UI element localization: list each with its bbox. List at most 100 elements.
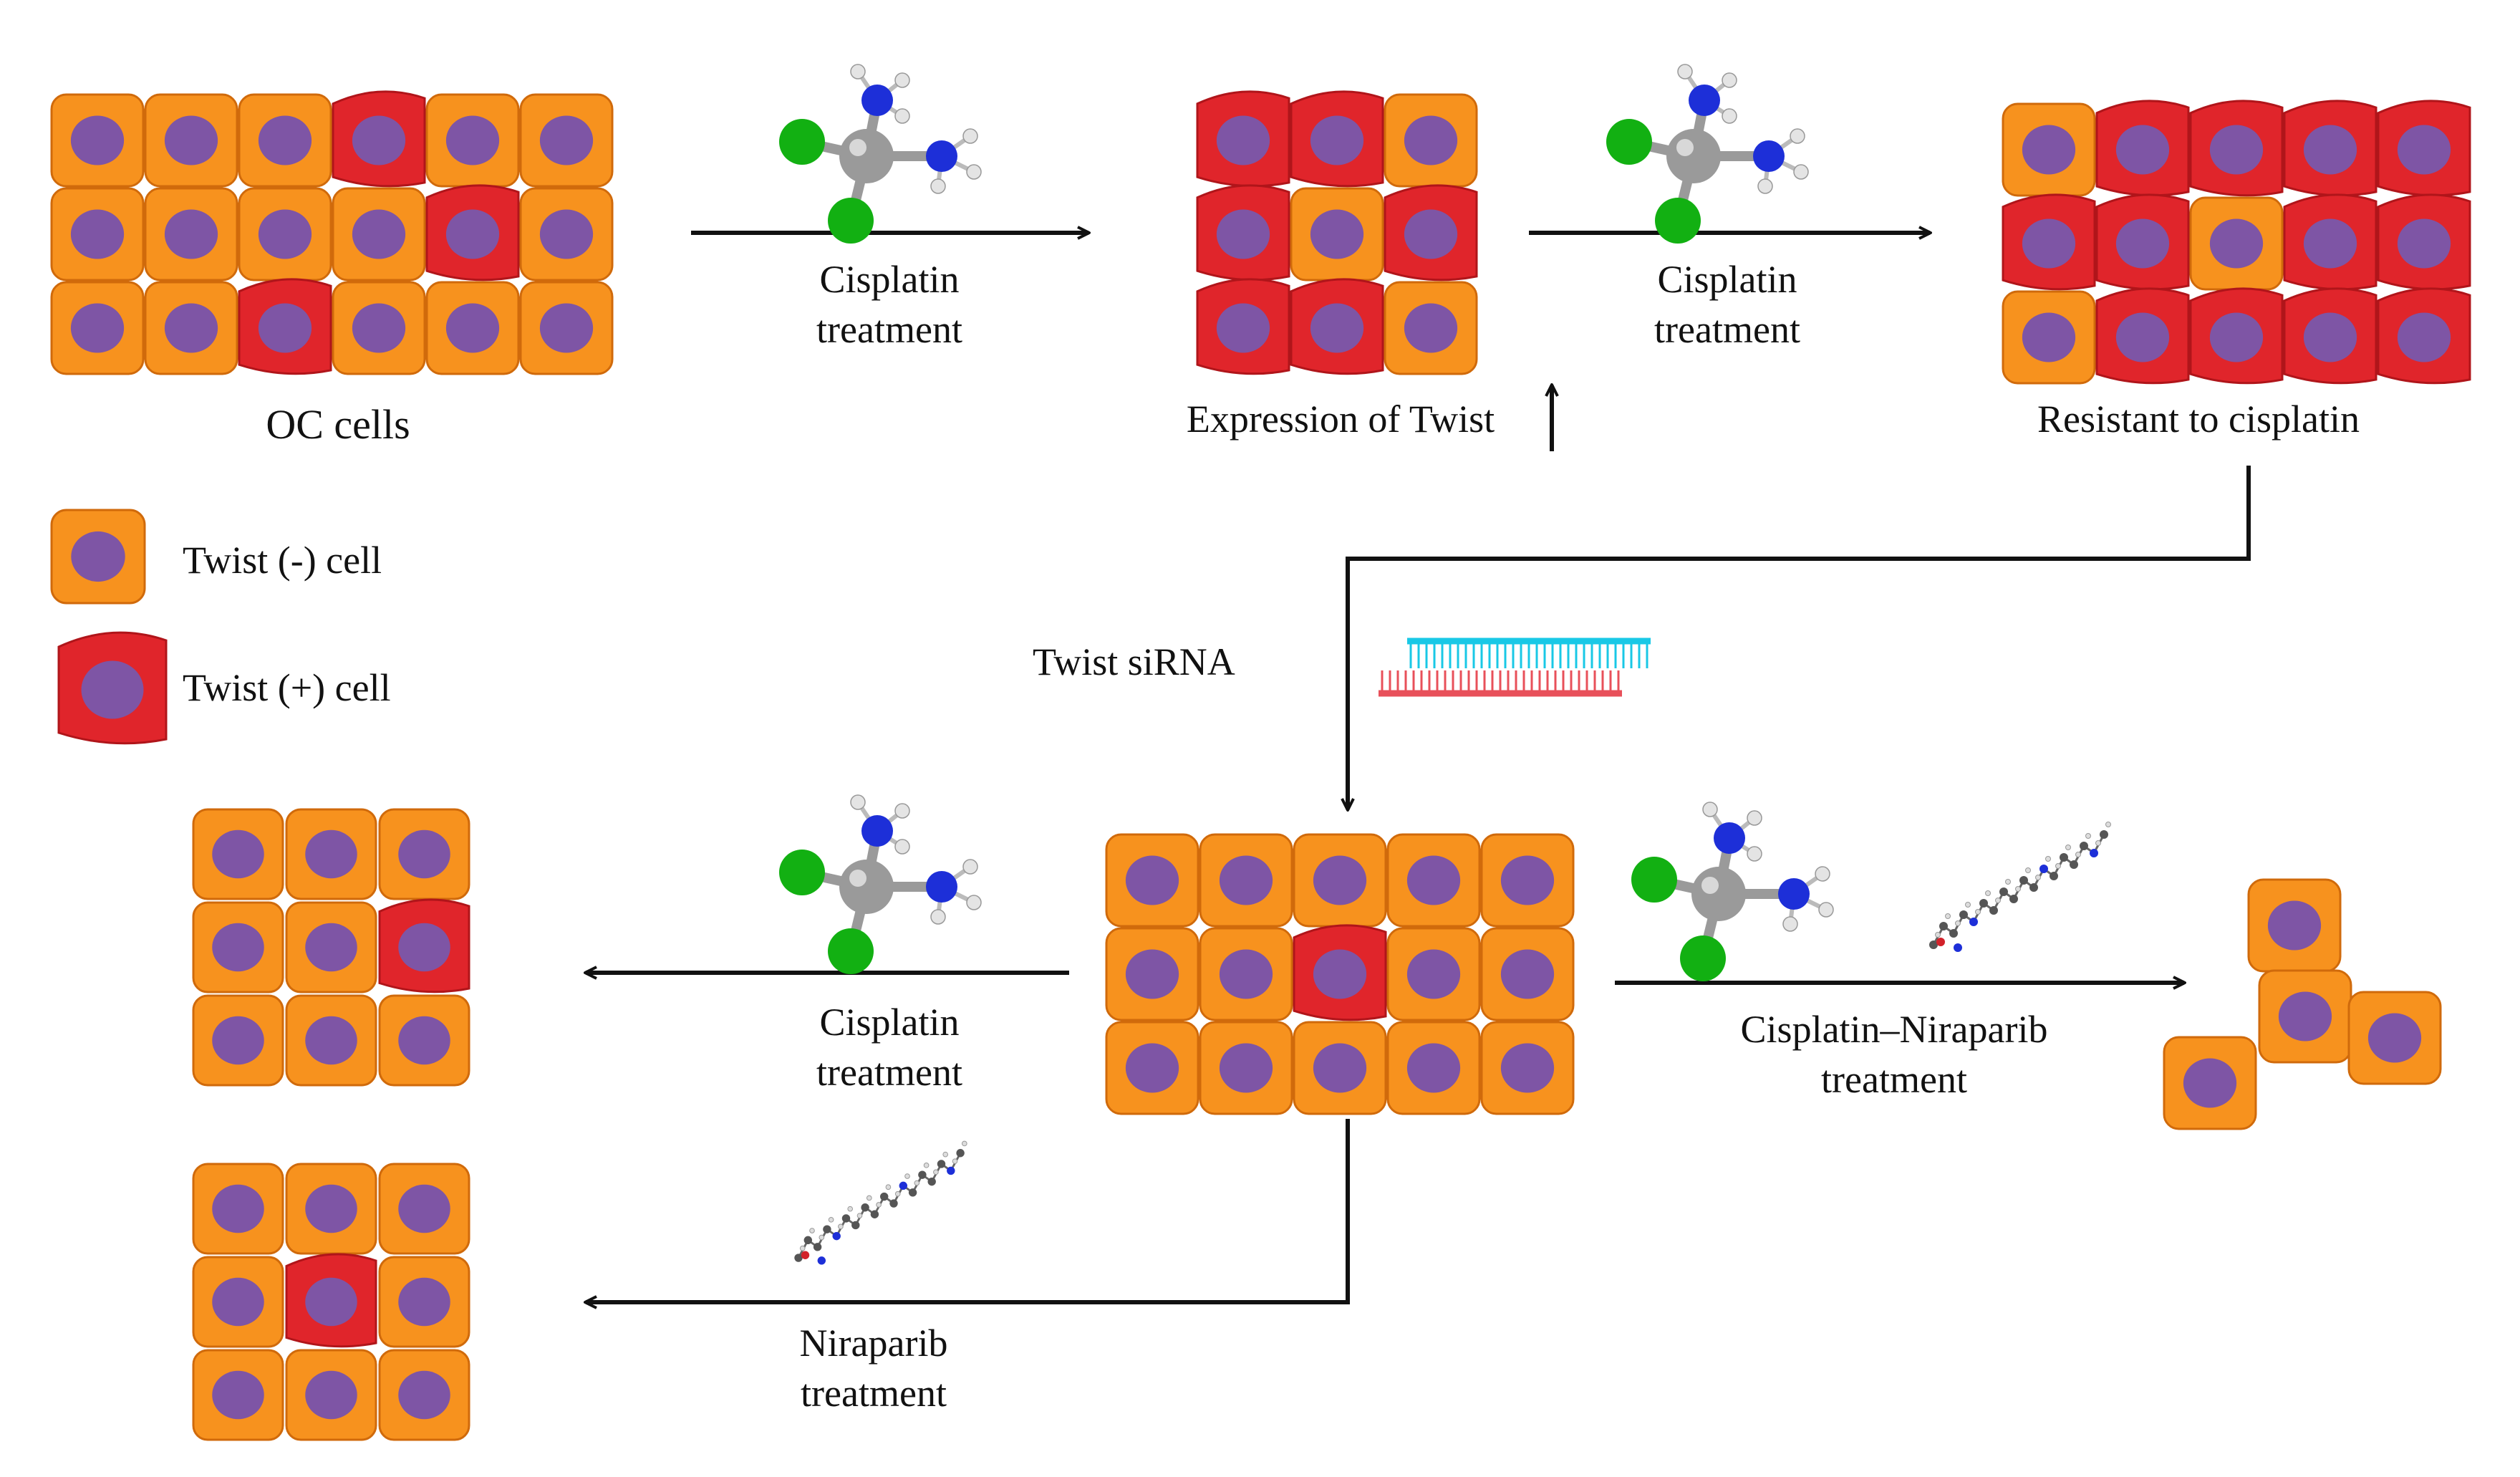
cisplatin-only-group xyxy=(192,808,470,1087)
twist-negative-cell xyxy=(2258,969,2352,1064)
treatment-label-4: treatment xyxy=(801,1372,947,1415)
twist-positive-cell xyxy=(1293,924,1387,1021)
oc-cells-label: OC cells xyxy=(266,401,410,448)
legend-negative-label: Twist (-) cell xyxy=(183,539,382,582)
cisplatin-label-1: Cisplatin xyxy=(819,258,959,301)
twist-positive-cell xyxy=(238,278,332,375)
twist-positive-cell xyxy=(1196,278,1290,375)
treatment-label-3: treatment xyxy=(816,1051,962,1094)
twist-negative-cell xyxy=(332,187,426,282)
twist-positive-cell xyxy=(2095,100,2190,197)
twist-negative-cell xyxy=(285,1349,377,1441)
twist-negative-cell xyxy=(192,994,284,1087)
arrows xyxy=(584,226,2251,1309)
twist-negative-cell xyxy=(192,808,284,900)
oc-cells-group xyxy=(50,90,614,375)
combination-label-2: treatment xyxy=(1821,1058,1967,1101)
twist-negative-cell xyxy=(1480,1021,1575,1115)
twist-negative-cell xyxy=(2002,290,2096,385)
twist-negative-cell xyxy=(1105,833,1199,928)
twist-negative-cell xyxy=(1199,833,1293,928)
twist-negative-cell xyxy=(1384,93,1478,188)
twist-negative-cell xyxy=(1293,833,1387,928)
twist-negative-cell xyxy=(519,281,614,375)
twist-negative-cell xyxy=(2002,102,2096,197)
twist-positive-cell xyxy=(2283,287,2377,385)
twist-negative-cell xyxy=(1386,1021,1481,1115)
twist-negative-cell xyxy=(1480,833,1575,928)
twist-negative-cell xyxy=(1199,1021,1293,1115)
twist-negative-cell xyxy=(50,187,145,282)
treatment-label-2: treatment xyxy=(1654,308,1800,351)
twist-positive-cell xyxy=(2377,100,2471,197)
twist-positive-cell xyxy=(57,631,168,745)
niraparib-molecule-icon xyxy=(1929,822,2111,952)
twist-negative-cell xyxy=(192,1256,284,1348)
twist-negative-cell xyxy=(1386,927,1481,1021)
combination-label-1: Cisplatin–Niraparib xyxy=(1741,1008,2048,1051)
twist-negative-cell xyxy=(1386,833,1481,928)
twist-negative-cell xyxy=(192,901,284,994)
twist-negative-cell xyxy=(2163,1036,2257,1130)
niraparib-only-group xyxy=(192,1163,470,1441)
twist-negative-cell xyxy=(2347,991,2442,1085)
twist-negative-cell xyxy=(1105,927,1199,1021)
twist-negative-cell xyxy=(519,187,614,282)
twist-negative-cell xyxy=(1384,281,1478,375)
twist-negative-cell xyxy=(285,994,377,1087)
twist-negative-cell xyxy=(378,1163,470,1255)
cisplatin-molecule-icon xyxy=(779,794,982,974)
twist-positive-cell xyxy=(1290,278,1384,375)
cisplatin-molecule-icon xyxy=(1606,64,1809,244)
twist-positive-cell xyxy=(1384,184,1478,282)
treatment-label-1: treatment xyxy=(816,308,962,351)
twist-sirna-label: Twist siRNA xyxy=(1033,640,1235,683)
cisplatin-label-2: Cisplatin xyxy=(1657,258,1797,301)
cisplatin-molecule-icon xyxy=(1631,802,1834,981)
cisplatin-molecule-icon xyxy=(779,64,982,244)
twist-negative-cell xyxy=(425,281,520,375)
twist-negative-cell xyxy=(2189,196,2284,291)
resistant-label: Resistant to cisplatin xyxy=(2037,398,2360,441)
twist-positive-cell xyxy=(2283,193,2377,291)
resistant-group xyxy=(2002,100,2471,385)
after-first-treatment-group xyxy=(1196,90,1478,375)
twist-positive-cell xyxy=(2377,287,2471,385)
twist-negative-cell xyxy=(144,187,238,282)
twist-negative-cell xyxy=(50,93,145,188)
twist-positive-cell xyxy=(2189,100,2284,197)
twist-negative-cell xyxy=(238,93,332,188)
twist-positive-cell xyxy=(1196,90,1290,188)
arrow-to-sirna xyxy=(1341,466,2251,812)
twist-negative-cell xyxy=(192,1163,284,1255)
twist-negative-cell xyxy=(332,281,426,375)
cisplatin-label-3: Cisplatin xyxy=(819,1001,959,1044)
twist-positive-cell xyxy=(2377,193,2471,291)
twist-negative-cell xyxy=(1293,1021,1387,1115)
legend-swatches xyxy=(50,509,168,745)
twist-positive-cell xyxy=(1290,90,1384,188)
twist-negative-cell xyxy=(378,808,470,900)
twist-negative-cell xyxy=(285,901,377,994)
twist-negative-cell xyxy=(2247,878,2342,973)
twist-negative-cell xyxy=(1105,1021,1199,1115)
niraparib-molecule-icon xyxy=(794,1140,967,1265)
twist-negative-cell xyxy=(144,93,238,188)
arrow-niraparib xyxy=(584,1119,1350,1309)
sirna-duplex-icon xyxy=(1379,638,1651,697)
twist-positive-cell xyxy=(2095,193,2190,291)
twist-negative-cell xyxy=(1199,927,1293,1021)
twist-negative-cell xyxy=(285,808,377,900)
twist-negative-cell xyxy=(285,1163,377,1255)
expression-twist-label: Expression of Twist xyxy=(1187,398,1495,441)
twist-negative-cell xyxy=(425,93,520,188)
twist-positive-cell xyxy=(332,90,426,188)
twist-positive-cell xyxy=(2095,287,2190,385)
twist-positive-cell xyxy=(425,184,520,282)
twist-negative-cell xyxy=(519,93,614,188)
twist-negative-cell xyxy=(192,1349,284,1441)
twist-positive-cell xyxy=(2283,100,2377,197)
twist-positive-cell xyxy=(285,1253,377,1348)
